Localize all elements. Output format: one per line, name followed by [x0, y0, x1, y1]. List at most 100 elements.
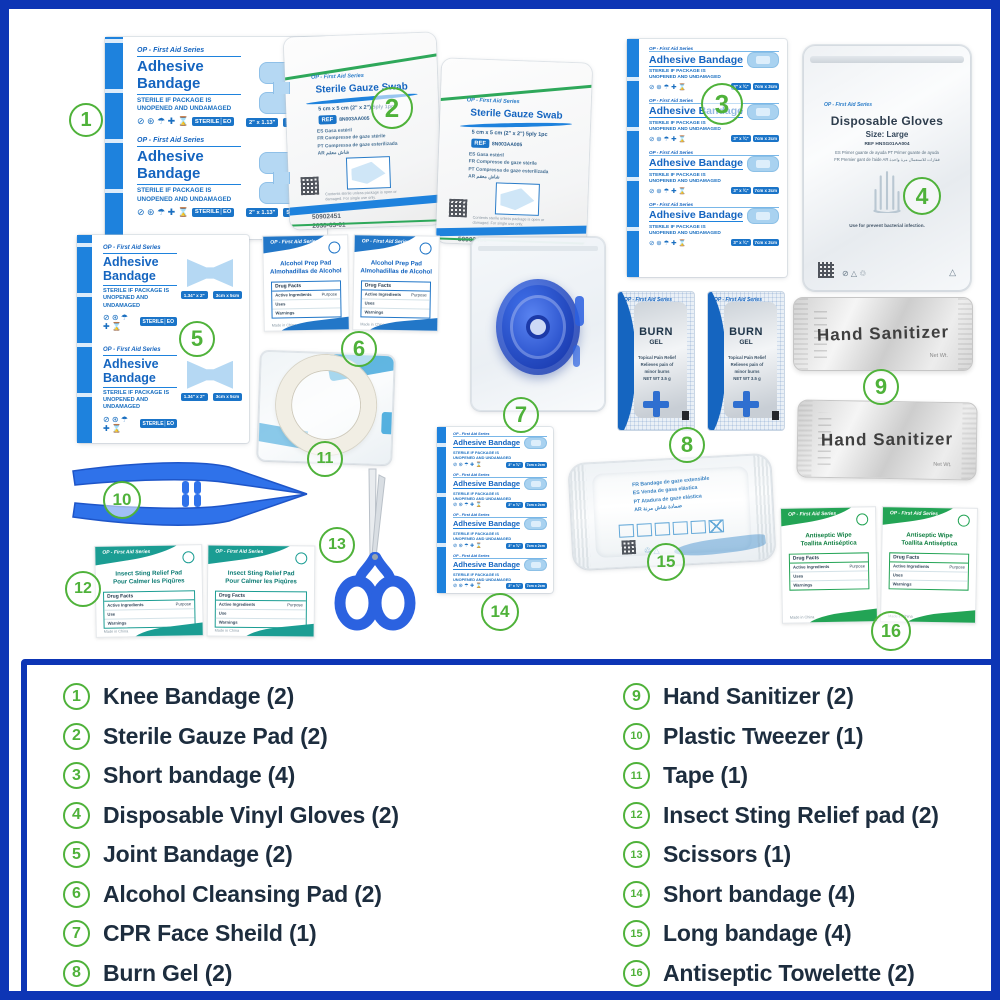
size-text: Size: Large — [865, 130, 909, 139]
sterile-line: STERILE IF PACKAGE IS — [137, 187, 212, 195]
item-marker-3: 3 — [701, 83, 743, 125]
brand-text: OP - First Aid Series — [453, 432, 490, 436]
ref-code: 8N003AA005 — [339, 115, 370, 123]
brand-text: OP - First Aid Series — [624, 297, 672, 303]
marker-number: 13 — [328, 536, 346, 553]
active-ingredients-label: Active Ingredients — [275, 292, 312, 298]
made-in-text: Made in China — [103, 629, 129, 634]
marker-number: 8 — [680, 432, 694, 457]
legend-item-label: Scissors (1) — [663, 841, 791, 868]
strip-bandage-icon — [524, 437, 547, 449]
size-chip: 7cm x 2cm — [752, 187, 779, 195]
product-title: Adhesive Bandage — [137, 56, 241, 95]
strip-bandage-icon — [746, 207, 779, 224]
product-title: Adhesive Bandage — [453, 478, 521, 489]
item-marker-9: 9 — [863, 369, 899, 405]
joint-bandage-label: OP - First Aid Series Adhesive Bandage S… — [103, 245, 243, 331]
size-chip: 7cm x 2cm — [524, 502, 547, 509]
size-chip: 3" x ¾" — [731, 83, 751, 91]
legend-item-label: Alcohol Cleansing Pad (2) — [103, 880, 382, 907]
warnings-label: Warnings — [218, 619, 238, 626]
warnings-label: Warnings — [275, 310, 295, 316]
zip-seal — [810, 56, 964, 63]
size-chip: 3" x ¾" — [731, 135, 751, 143]
circled-number-icon — [957, 514, 970, 527]
gauze-package-1: OP - First Aid Series Sterile Gauze Swab… — [283, 32, 443, 230]
claim-line: Relieves pain of — [640, 362, 674, 368]
size-chip: 3" x ¾" — [506, 583, 523, 590]
item-marker-1: 1 — [69, 103, 103, 137]
gauze-fold-icon — [494, 182, 540, 216]
blue-swoosh — [459, 122, 573, 129]
package-edge-strip — [105, 37, 123, 239]
marker-number: 1 — [80, 108, 92, 131]
product-title: Adhesive Bandage — [453, 519, 521, 530]
bowtie-bandage-icon — [187, 360, 233, 389]
size-chip: 1.34" x 2" — [180, 392, 208, 401]
active-ingredients-label: Active Ingredients — [364, 291, 402, 298]
sterile-line: STERILE IF PACKAGE IS — [649, 224, 706, 230]
burn-gel-packet: OP - First Aid Series BURN GEL Topical P… — [707, 291, 785, 431]
product-title: Insect Sting Relief Pad — [115, 569, 183, 578]
insect-sting-pad-packet: OP - First Aid Series Insect Sting Relie… — [206, 544, 316, 638]
legend-item-number: 3 — [63, 762, 90, 790]
size-chip: 3" x ¾" — [506, 502, 523, 509]
brand-text: OP - First Aid Series — [215, 548, 264, 556]
package-symbols-icons: ⊘ ⊛ ☂ ✚ ⌛ — [453, 583, 482, 590]
warning-triangle-icon: △ — [949, 267, 956, 277]
scissors — [331, 465, 419, 637]
claim-line: Topical Pain Relief — [728, 355, 766, 360]
net-weight: NET WT 3.5 g — [643, 376, 671, 382]
size-chip: 7cm x 2cm — [524, 583, 547, 590]
sterile-line: UNOPENED AND UNDAMAGED — [453, 536, 512, 542]
ref-chip: REF — [318, 114, 337, 125]
uses-label: Uses — [364, 300, 375, 306]
legend-item-label: Short bandage (4) — [663, 880, 856, 907]
brand-text: OP - First Aid Series — [453, 472, 490, 477]
brand-text: OP - First Aid Series — [137, 137, 205, 145]
legend-item-number: 6 — [63, 880, 90, 908]
circled-number-icon — [295, 552, 308, 565]
legend-item-label: Tape (1) — [663, 762, 748, 789]
legend-item: 13 Scissors (1) — [623, 835, 991, 875]
sterile-line: STERILE IF PACKAGE IS — [137, 97, 212, 104]
sterile-line: STERILE IF PACKAGE IS — [453, 490, 499, 496]
sterile-line: STERILE IF PACKAGE IS — [103, 389, 170, 396]
warnings-label: Warnings — [364, 309, 384, 316]
brand-text: OP - First Aid Series — [102, 548, 151, 556]
legend-item-number: 4 — [63, 801, 90, 829]
size-chip: 7cm x 2cm — [524, 461, 547, 468]
size-chip: 3" x ¾" — [731, 187, 751, 195]
blue-print-patch — [381, 412, 395, 435]
qr-code-icon — [448, 198, 468, 218]
item-marker-14: 14 — [481, 593, 519, 631]
usage-note: Use for prevent bacterial infection. — [849, 223, 925, 228]
joint-bandage-label: OP - First Aid Series Adhesive Bandage S… — [103, 347, 243, 433]
legend-item-label: Joint Bandage (2) — [103, 841, 293, 868]
sterile-line: UNOPENED AND UNDAMAGED — [103, 295, 149, 309]
legend-item-number: 13 — [623, 841, 650, 869]
qr-code-icon — [818, 262, 834, 278]
strip-bandage-icon — [746, 103, 779, 120]
strip-bandage-icon — [524, 558, 547, 571]
legend-item-label: CPR Face Sheild (1) — [103, 920, 317, 947]
item-marker-15: 15 — [647, 543, 685, 581]
package-symbols-icons: ⊘ ⊛ ☂ ✚ ⌛ — [649, 187, 687, 195]
size-chip: 7cm x 2cm — [752, 135, 779, 143]
size-chip: 3" x ¾" — [731, 239, 751, 247]
item-marker-4: 4 — [903, 177, 941, 215]
ref-chip: REF — [471, 138, 490, 149]
circled-number-icon — [419, 242, 432, 255]
brand-text: OP - First Aid Series — [270, 238, 319, 246]
package-symbols-icons: ⊘ ⊛ ☂ ✚ ⌛ — [649, 135, 687, 143]
legend-item-label: Plastic Tweezer (1) — [663, 722, 864, 749]
